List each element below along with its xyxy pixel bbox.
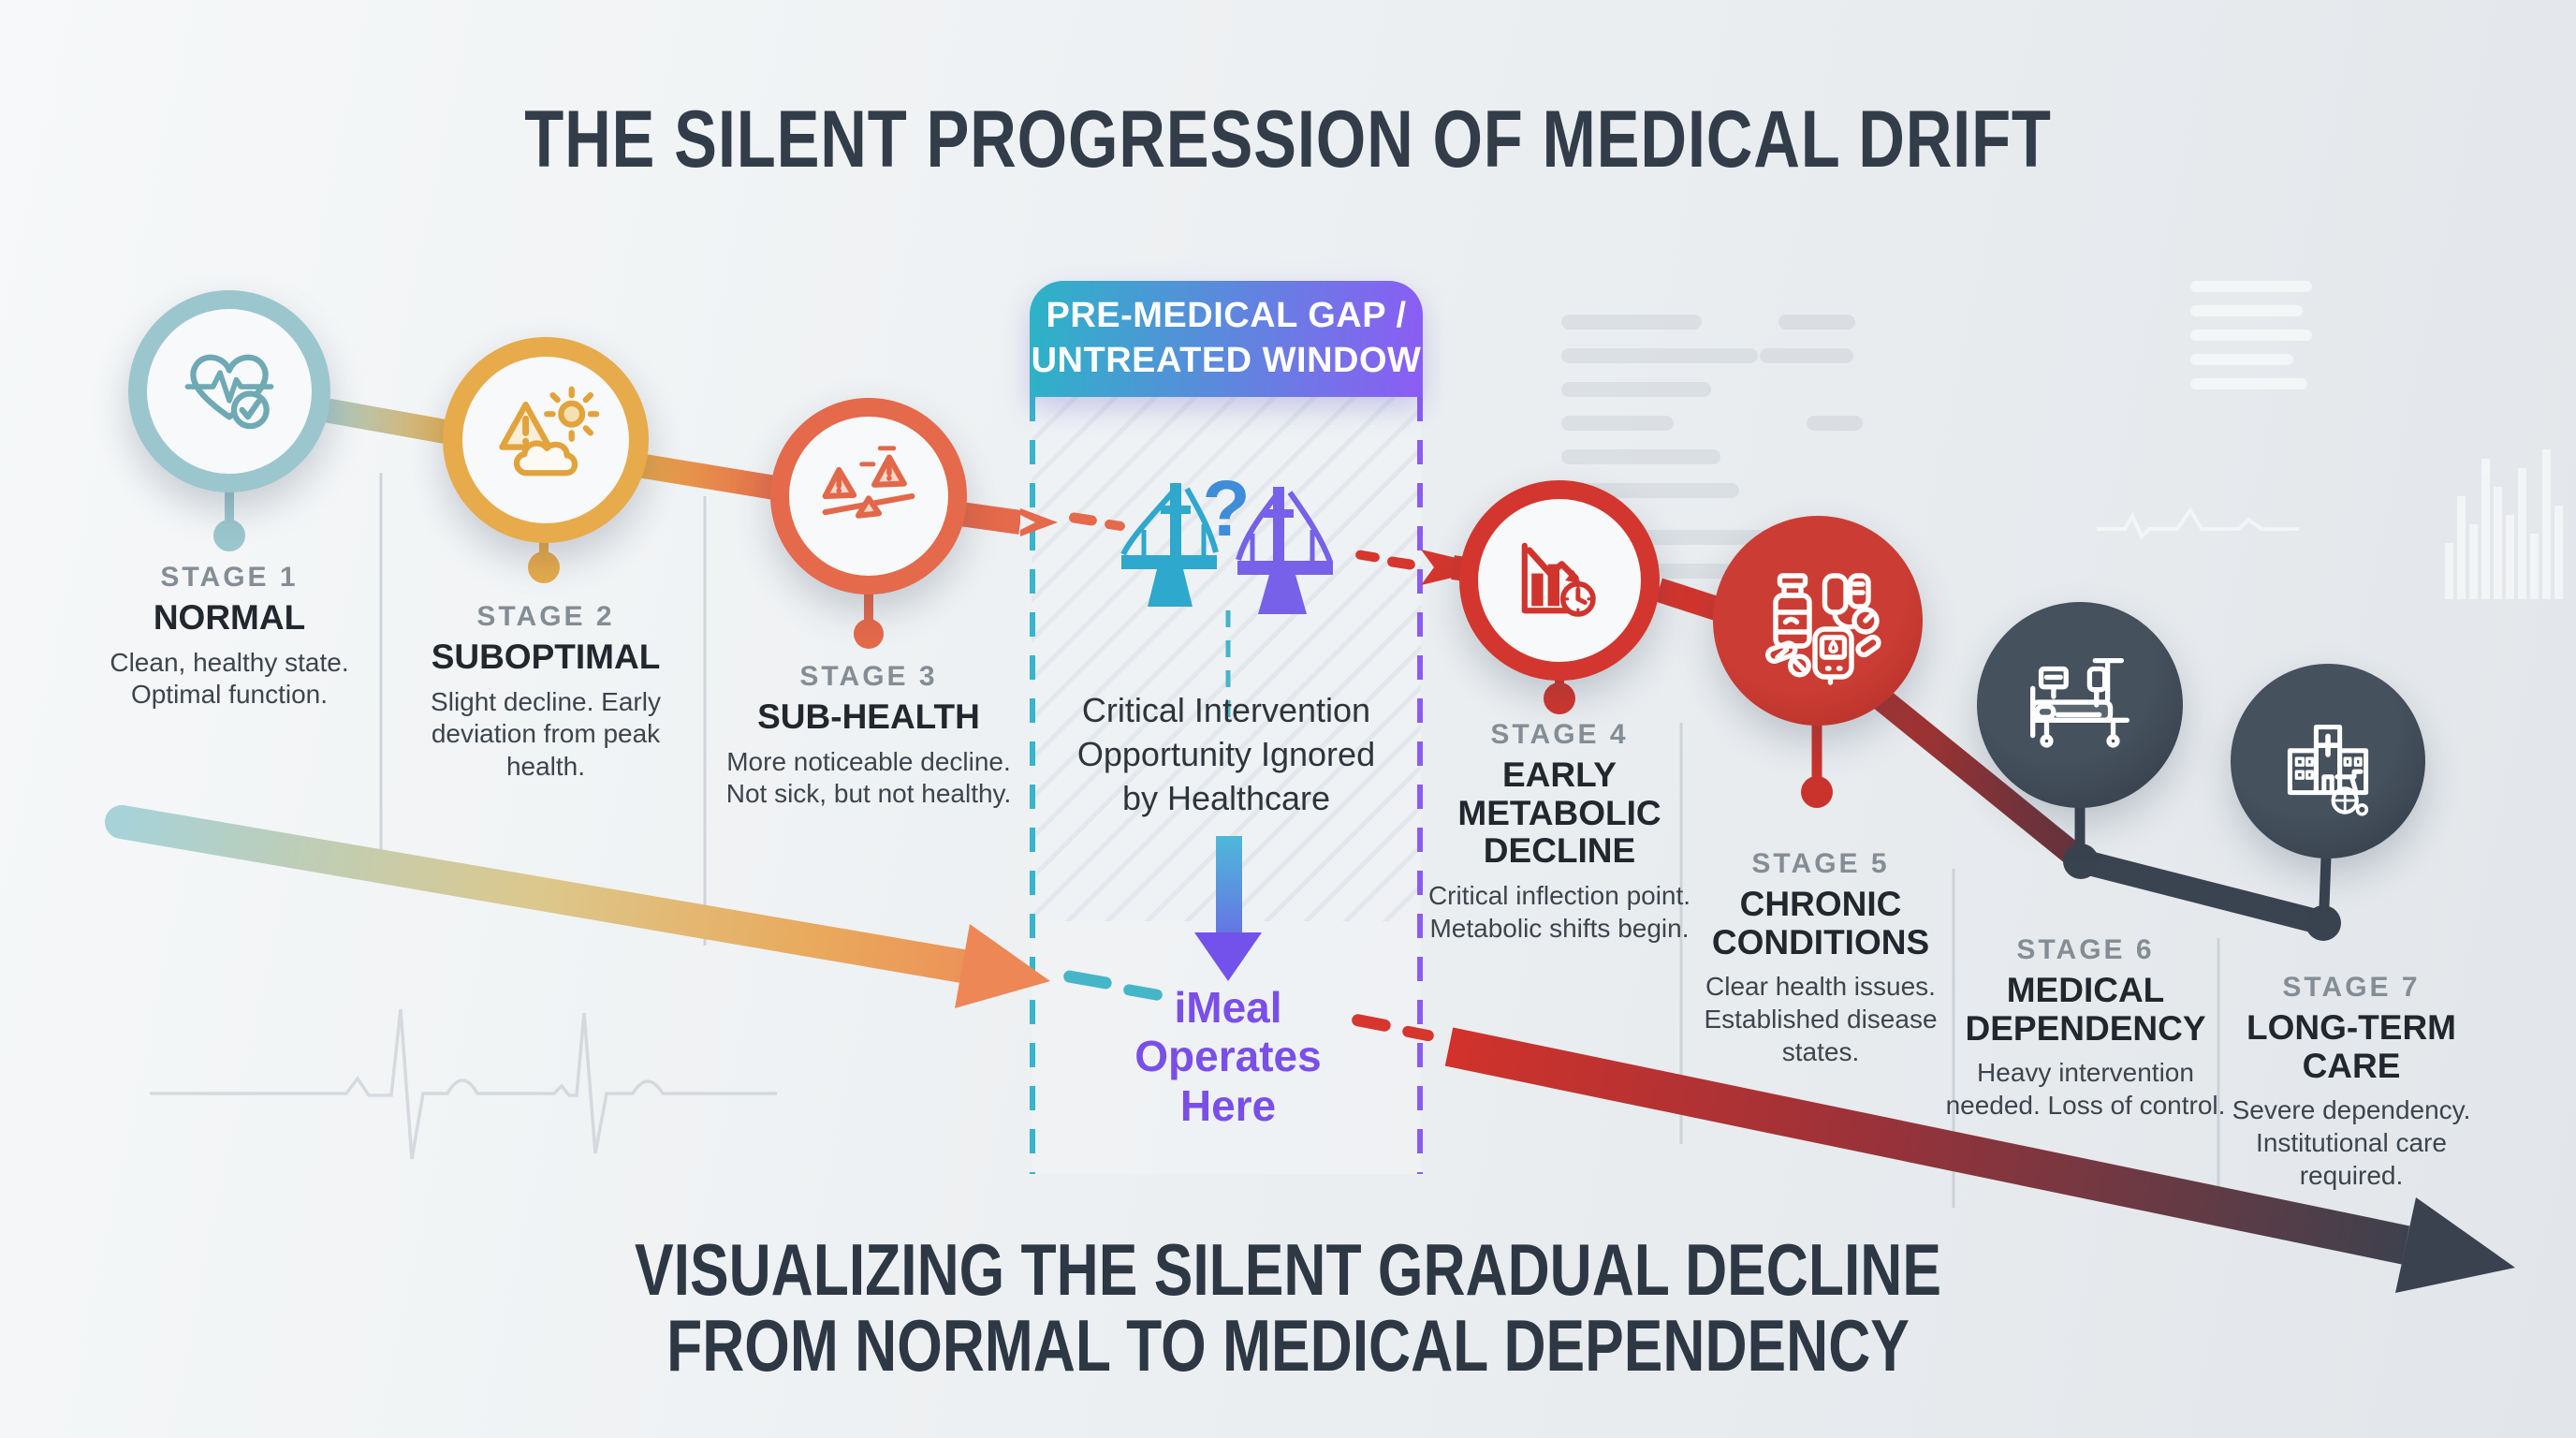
imbalance-warnings-icon xyxy=(822,446,915,519)
stage-3-name: SUB-HEALTH xyxy=(757,697,980,736)
stage-5-text: STAGE 5 CHRONIC CONDITIONS Clear health … xyxy=(1676,848,1966,1069)
hospital-wheelchair-icon xyxy=(2287,725,2369,816)
medications-devices-icon xyxy=(1765,573,1881,685)
stage-1-name: NORMAL xyxy=(153,598,306,637)
stage-4-circle xyxy=(1459,480,1660,681)
gap-window-hatch xyxy=(1032,397,1421,921)
stage-1-circle xyxy=(128,290,330,492)
stage-5-circle xyxy=(1713,516,1923,726)
stage-4-text: STAGE 4 EARLY METABOLIC DECLINE Critical… xyxy=(1410,719,1709,946)
imeal-callout-line-3: Here xyxy=(1179,1080,1277,1130)
stage-4-desc: Critical inflection point. Metabolic shi… xyxy=(1427,881,1691,943)
page-title: THE SILENT PROGRESSION OF MEDICAL DRIFT xyxy=(524,95,2052,184)
stage-4-label: STAGE 4 xyxy=(1490,719,1629,750)
stage-6-text: STAGE 6 MEDICAL DEPENDENCY Heavy interve… xyxy=(1945,934,2226,1123)
warning-cloud-sun-icon xyxy=(499,386,600,477)
question-mark: ? xyxy=(1202,464,1250,552)
stage-6-name: MEDICAL DEPENDENCY xyxy=(1965,971,2206,1048)
stage-2-name: SUBOPTIMAL xyxy=(431,638,661,676)
decline-arrow-late xyxy=(1444,1027,2515,1293)
stage-3-text: STAGE 3 SUB-HEALTH More noticeable decli… xyxy=(714,661,1023,811)
footer-caption: VISUALIZING THE SILENT GRADUAL DECLINE F… xyxy=(257,1228,2319,1387)
broken-bridge-icon xyxy=(1120,483,1333,614)
stage-1-text: STAGE 1 NORMAL Clean, healthy state. Opt… xyxy=(80,562,379,712)
background-ecg-left xyxy=(150,1008,777,1160)
imeal-callout: iMeal Operates Here xyxy=(1078,983,1378,1130)
stage-2-text: STAGE 2 SUBOPTIMAL Slight decline. Early… xyxy=(396,601,695,784)
hospital-bed-iv-icon xyxy=(2030,657,2130,748)
stage-5-label: STAGE 5 xyxy=(1751,848,1890,879)
stage-6-desc: Heavy intervention needed. Loss of contr… xyxy=(1945,1058,2226,1121)
stage-7-name: LONG-TERM CARE xyxy=(2246,1008,2457,1085)
declining-chart-clock-icon xyxy=(1521,542,1596,617)
background-ecg-right xyxy=(2097,506,2299,540)
gap-body-line-2: Opportunity Ignored xyxy=(1076,734,1376,773)
gap-body-line-1: Critical Intervention xyxy=(1081,691,1371,729)
background-watermark-charts xyxy=(2190,281,2563,599)
decline-arrow-early xyxy=(105,805,1434,1042)
stage-7-label: STAGE 7 xyxy=(2282,972,2421,1003)
stage-4-name: EARLY METABOLIC DECLINE xyxy=(1457,756,1661,871)
down-arrow-icon xyxy=(1194,836,1262,981)
stage-5-name: CHRONIC CONDITIONS xyxy=(1711,885,1930,961)
heart-pulse-check-icon xyxy=(184,354,274,430)
gap-header-banner: PRE-MEDICAL GAP / UNTREATED WINDOW xyxy=(1030,281,1423,397)
stage-3-label: STAGE 3 xyxy=(799,661,938,692)
stage-3-circle xyxy=(770,398,967,594)
imeal-callout-line-1: iMeal xyxy=(1174,983,1282,1032)
footer-line-2: FROM NORMAL TO MEDICAL DEPENDENCY xyxy=(666,1304,1910,1387)
stage-1-label: STAGE 1 xyxy=(160,562,299,593)
gap-body-text: Critical Intervention Opportunity Ignore… xyxy=(1037,689,1415,820)
stage-5-desc: Clear health issues. Established disease… xyxy=(1704,972,1938,1066)
stage-7-text: STAGE 7 LONG-TERM CARE Severe dependency… xyxy=(2211,972,2492,1193)
stage-3-desc: More noticeable decline. Not sick, but n… xyxy=(725,746,1012,809)
stage-2-desc: Slight decline. Early deviation from pea… xyxy=(431,686,661,782)
stage-2-circle xyxy=(443,337,649,543)
stage-7-desc: Severe dependency. Institutional care re… xyxy=(2232,1095,2471,1190)
timeline-node-dots xyxy=(213,491,2341,941)
gap-header-line-2: UNTREATED WINDOW xyxy=(1031,341,1422,380)
column-dividers xyxy=(379,473,2220,1213)
stage-1-desc: Clean, healthy state. Optimal function. xyxy=(110,647,349,710)
imeal-callout-line-2: Operates xyxy=(1134,1032,1322,1081)
stage-6-circle xyxy=(1977,602,2183,808)
gap-header-line-1: PRE-MEDICAL GAP / xyxy=(1046,296,1407,336)
stage-6-label: STAGE 6 xyxy=(2016,934,2155,965)
gap-body-line-3: by Healthcare xyxy=(1121,778,1331,817)
stage-2-label: STAGE 2 xyxy=(476,601,615,632)
stage-7-circle xyxy=(2231,664,2425,858)
footer-line-1: VISUALIZING THE SILENT GRADUAL DECLINE xyxy=(635,1228,1941,1311)
